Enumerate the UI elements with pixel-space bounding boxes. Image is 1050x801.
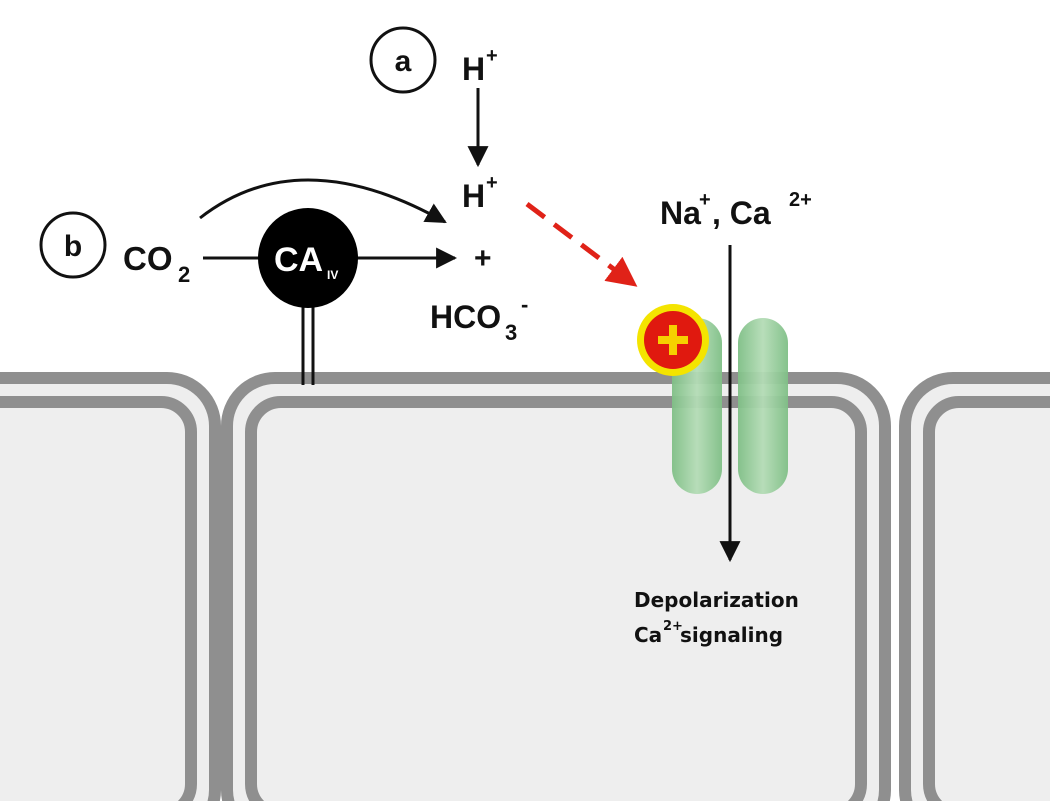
cell-center (221, 372, 891, 801)
label-h-plus-mid: H + (462, 172, 498, 214)
cell-right (899, 372, 1050, 801)
svg-text:signaling: signaling (680, 623, 783, 647)
label-na-ca: Na + , Ca 2+ (660, 189, 812, 231)
activation-plus-badge (637, 304, 709, 376)
svg-text:a: a (395, 45, 412, 78)
svg-text:+: + (486, 172, 498, 194)
cell-left (0, 372, 221, 801)
svg-text:HCO: HCO (430, 299, 501, 335)
proton-dashed-arrow (525, 202, 638, 287)
svg-text:Depolarization: Depolarization (634, 588, 799, 612)
svg-text:3: 3 (505, 320, 517, 345)
label-co2: CO 2 (123, 240, 190, 287)
svg-text:H: H (462, 178, 485, 214)
svg-text:CA: CA (274, 241, 323, 279)
svg-text:-: - (521, 292, 528, 317)
svg-text:H: H (462, 51, 485, 87)
svg-text:2+: 2+ (789, 189, 812, 211)
svg-text:b: b (64, 230, 82, 263)
svg-text:CO: CO (123, 240, 173, 277)
co2-curved-arrow (199, 178, 447, 224)
ca-iv-anchor (301, 300, 315, 385)
label-depolarization: Depolarization (634, 588, 799, 612)
ca-iv-enzyme: CA IV (258, 208, 358, 308)
label-plus: + (474, 242, 492, 275)
label-ca-signaling: Ca 2+ signaling (634, 619, 783, 647)
step-b-badge: b (39, 211, 107, 279)
svg-text:2+: 2+ (663, 619, 683, 634)
svg-text:IV: IV (327, 268, 338, 282)
svg-text:2: 2 (178, 262, 190, 287)
label-hco3: HCO 3 - (430, 292, 528, 345)
ion-channel (672, 318, 788, 494)
step-a-badge: a (369, 26, 437, 94)
svg-text:Na: Na (660, 195, 701, 231)
label-h-plus-top: H + (462, 45, 498, 87)
svg-text:Ca: Ca (634, 623, 662, 647)
svg-text:+: + (699, 189, 711, 211)
svg-text:, Ca: , Ca (712, 195, 771, 231)
svg-text:+: + (486, 45, 498, 67)
